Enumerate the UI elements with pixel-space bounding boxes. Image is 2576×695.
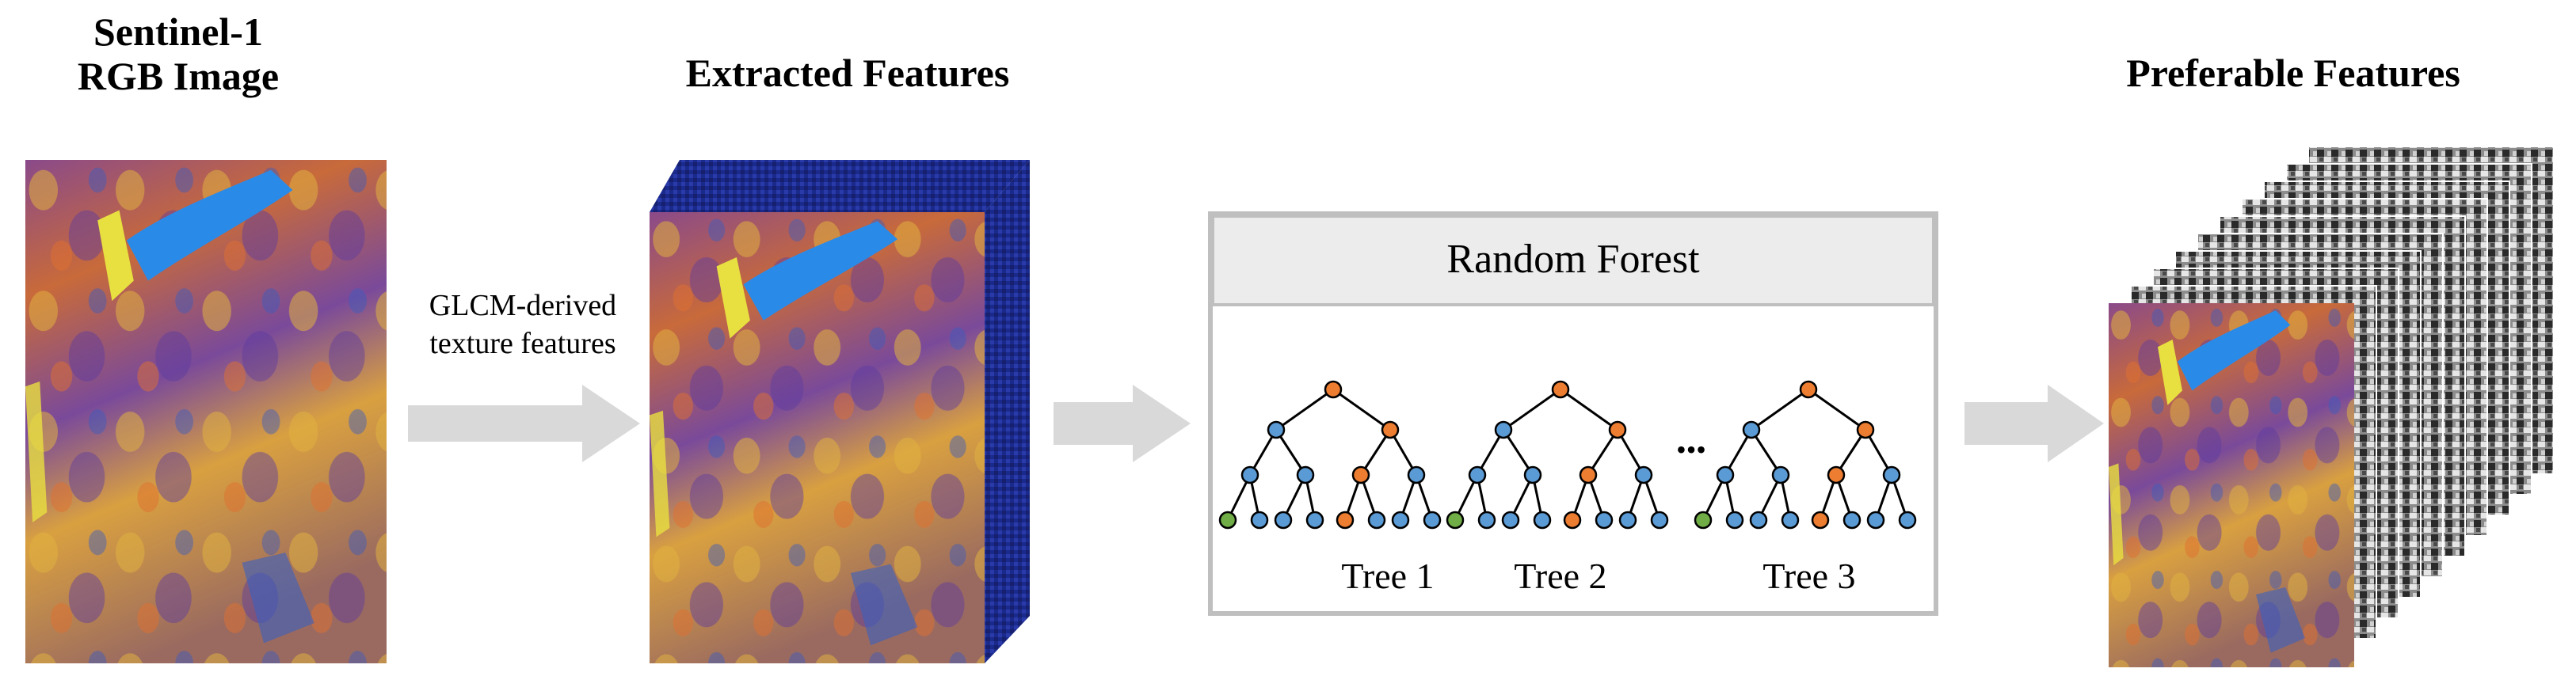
tree-node: [1882, 465, 1901, 484]
decision-tree-1: [1218, 380, 1442, 530]
arrow-3: [1964, 385, 2104, 462]
decision-trees: [1218, 380, 1917, 530]
arrow-1: [408, 385, 640, 462]
tree-edge: [1359, 429, 1392, 476]
tree-node: [1423, 511, 1442, 530]
tree-edge: [1808, 388, 1866, 431]
tree-node: [1296, 465, 1315, 484]
tree-node: [1856, 420, 1875, 439]
random-forest-title: Random Forest: [1446, 237, 1700, 282]
preferable-front-image: [2109, 303, 2354, 667]
decision-tree-3: [1694, 380, 1917, 530]
tree-node: [1749, 511, 1768, 530]
tree-node: [1324, 380, 1343, 399]
arrow1-label-line2: texture features: [429, 327, 616, 360]
tree-node: [1250, 511, 1269, 530]
tree-ellipsis: •••: [1676, 434, 1706, 465]
tree-node: [1579, 465, 1598, 484]
random-forest-header: [1211, 215, 1935, 306]
tree-node: [1595, 511, 1614, 530]
tree-node: [1218, 511, 1237, 530]
tree-edge: [1835, 429, 1867, 476]
tree-node: [1391, 511, 1410, 530]
tree-node: [1781, 511, 1800, 530]
tree-node: [1634, 465, 1653, 484]
tree-node: [1799, 380, 1818, 399]
arrow1-label: GLCM-derived texture features: [392, 287, 654, 363]
tree-node: [1240, 465, 1259, 484]
tree-label-2: Tree 2: [1514, 556, 1606, 596]
tree-edge: [1503, 388, 1561, 431]
tree-node: [1842, 511, 1862, 530]
tree-edge: [1560, 388, 1618, 431]
tree-node: [1446, 511, 1465, 530]
title-preferable-features: Preferable Features: [2126, 51, 2460, 95]
tree-node: [1501, 511, 1520, 530]
tree-node: [1811, 511, 1830, 530]
extracted-features-cube: [650, 160, 1030, 663]
input-rgb-image: [25, 160, 387, 663]
tree-node: [1494, 420, 1513, 439]
arrow-2: [1054, 385, 1191, 462]
tree-node: [1866, 511, 1885, 530]
preferable-features-stack: [2109, 146, 2555, 667]
tree-node: [1608, 420, 1627, 439]
tree-node: [1694, 511, 1713, 530]
tree-node: [1305, 511, 1324, 530]
tree-node: [1468, 465, 1487, 484]
tree-node: [1725, 511, 1744, 530]
arrow1-label-line1: GLCM-derived: [429, 289, 617, 322]
tree-edge: [1275, 429, 1307, 476]
random-forest-box: [1208, 211, 1938, 616]
tree-node: [1827, 465, 1846, 484]
tree-node: [1367, 511, 1386, 530]
tree-label-1: Tree 1: [1341, 556, 1434, 596]
tree-node: [1618, 511, 1637, 530]
tree-node: [1477, 511, 1496, 530]
title-extracted-features: Extracted Features: [685, 51, 1010, 95]
tree-label-3: Tree 3: [1762, 556, 1855, 596]
tree-edge: [1750, 429, 1782, 476]
tree-node: [1407, 465, 1426, 484]
tree-edge: [1587, 429, 1619, 476]
tree-node: [1650, 511, 1669, 530]
tree-node: [1351, 465, 1370, 484]
title-input-image: Sentinel-1 RGB Image: [24, 9, 333, 98]
title-input-line1: Sentinel-1: [93, 9, 263, 54]
tree-node: [1551, 380, 1570, 399]
tree-node: [1274, 511, 1293, 530]
tree-node: [1771, 465, 1790, 484]
tree-node: [1523, 465, 1542, 484]
title-input-line2: RGB Image: [77, 54, 280, 98]
tree-node: [1336, 511, 1355, 530]
tree-node: [1742, 420, 1761, 439]
tree-edge: [1502, 429, 1534, 476]
decision-tree-2: [1446, 380, 1669, 530]
tree-edge: [1332, 388, 1391, 431]
tree-edge: [1275, 388, 1334, 431]
tree-node: [1716, 465, 1735, 484]
tree-node: [1563, 511, 1582, 530]
tree-node: [1898, 511, 1917, 530]
tree-node: [1381, 420, 1400, 439]
tree-edge: [1751, 388, 1809, 431]
tree-node: [1267, 420, 1286, 439]
tree-node: [1533, 511, 1552, 530]
